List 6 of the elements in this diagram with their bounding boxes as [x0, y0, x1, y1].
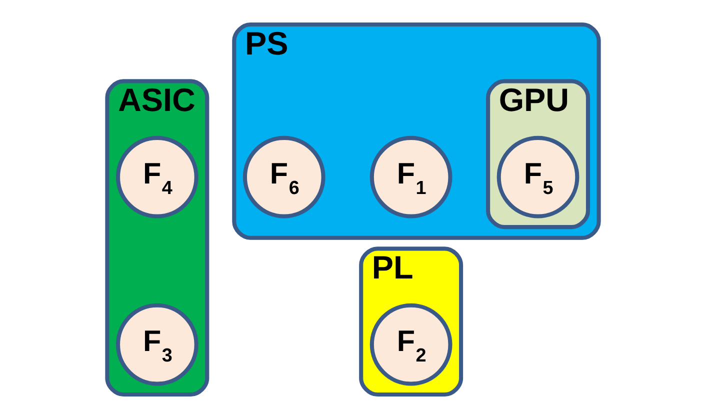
node-circle: F$_{5}$ [496, 136, 579, 218]
node-circle: F$_{3}$ [115, 303, 198, 386]
node-circle: F$_{6}$ [242, 136, 325, 218]
node-circle: F$_{4}$ [115, 136, 198, 218]
node-circle: F$_{2}$ [369, 303, 452, 386]
node-circle: F$_{1}$ [369, 136, 452, 218]
